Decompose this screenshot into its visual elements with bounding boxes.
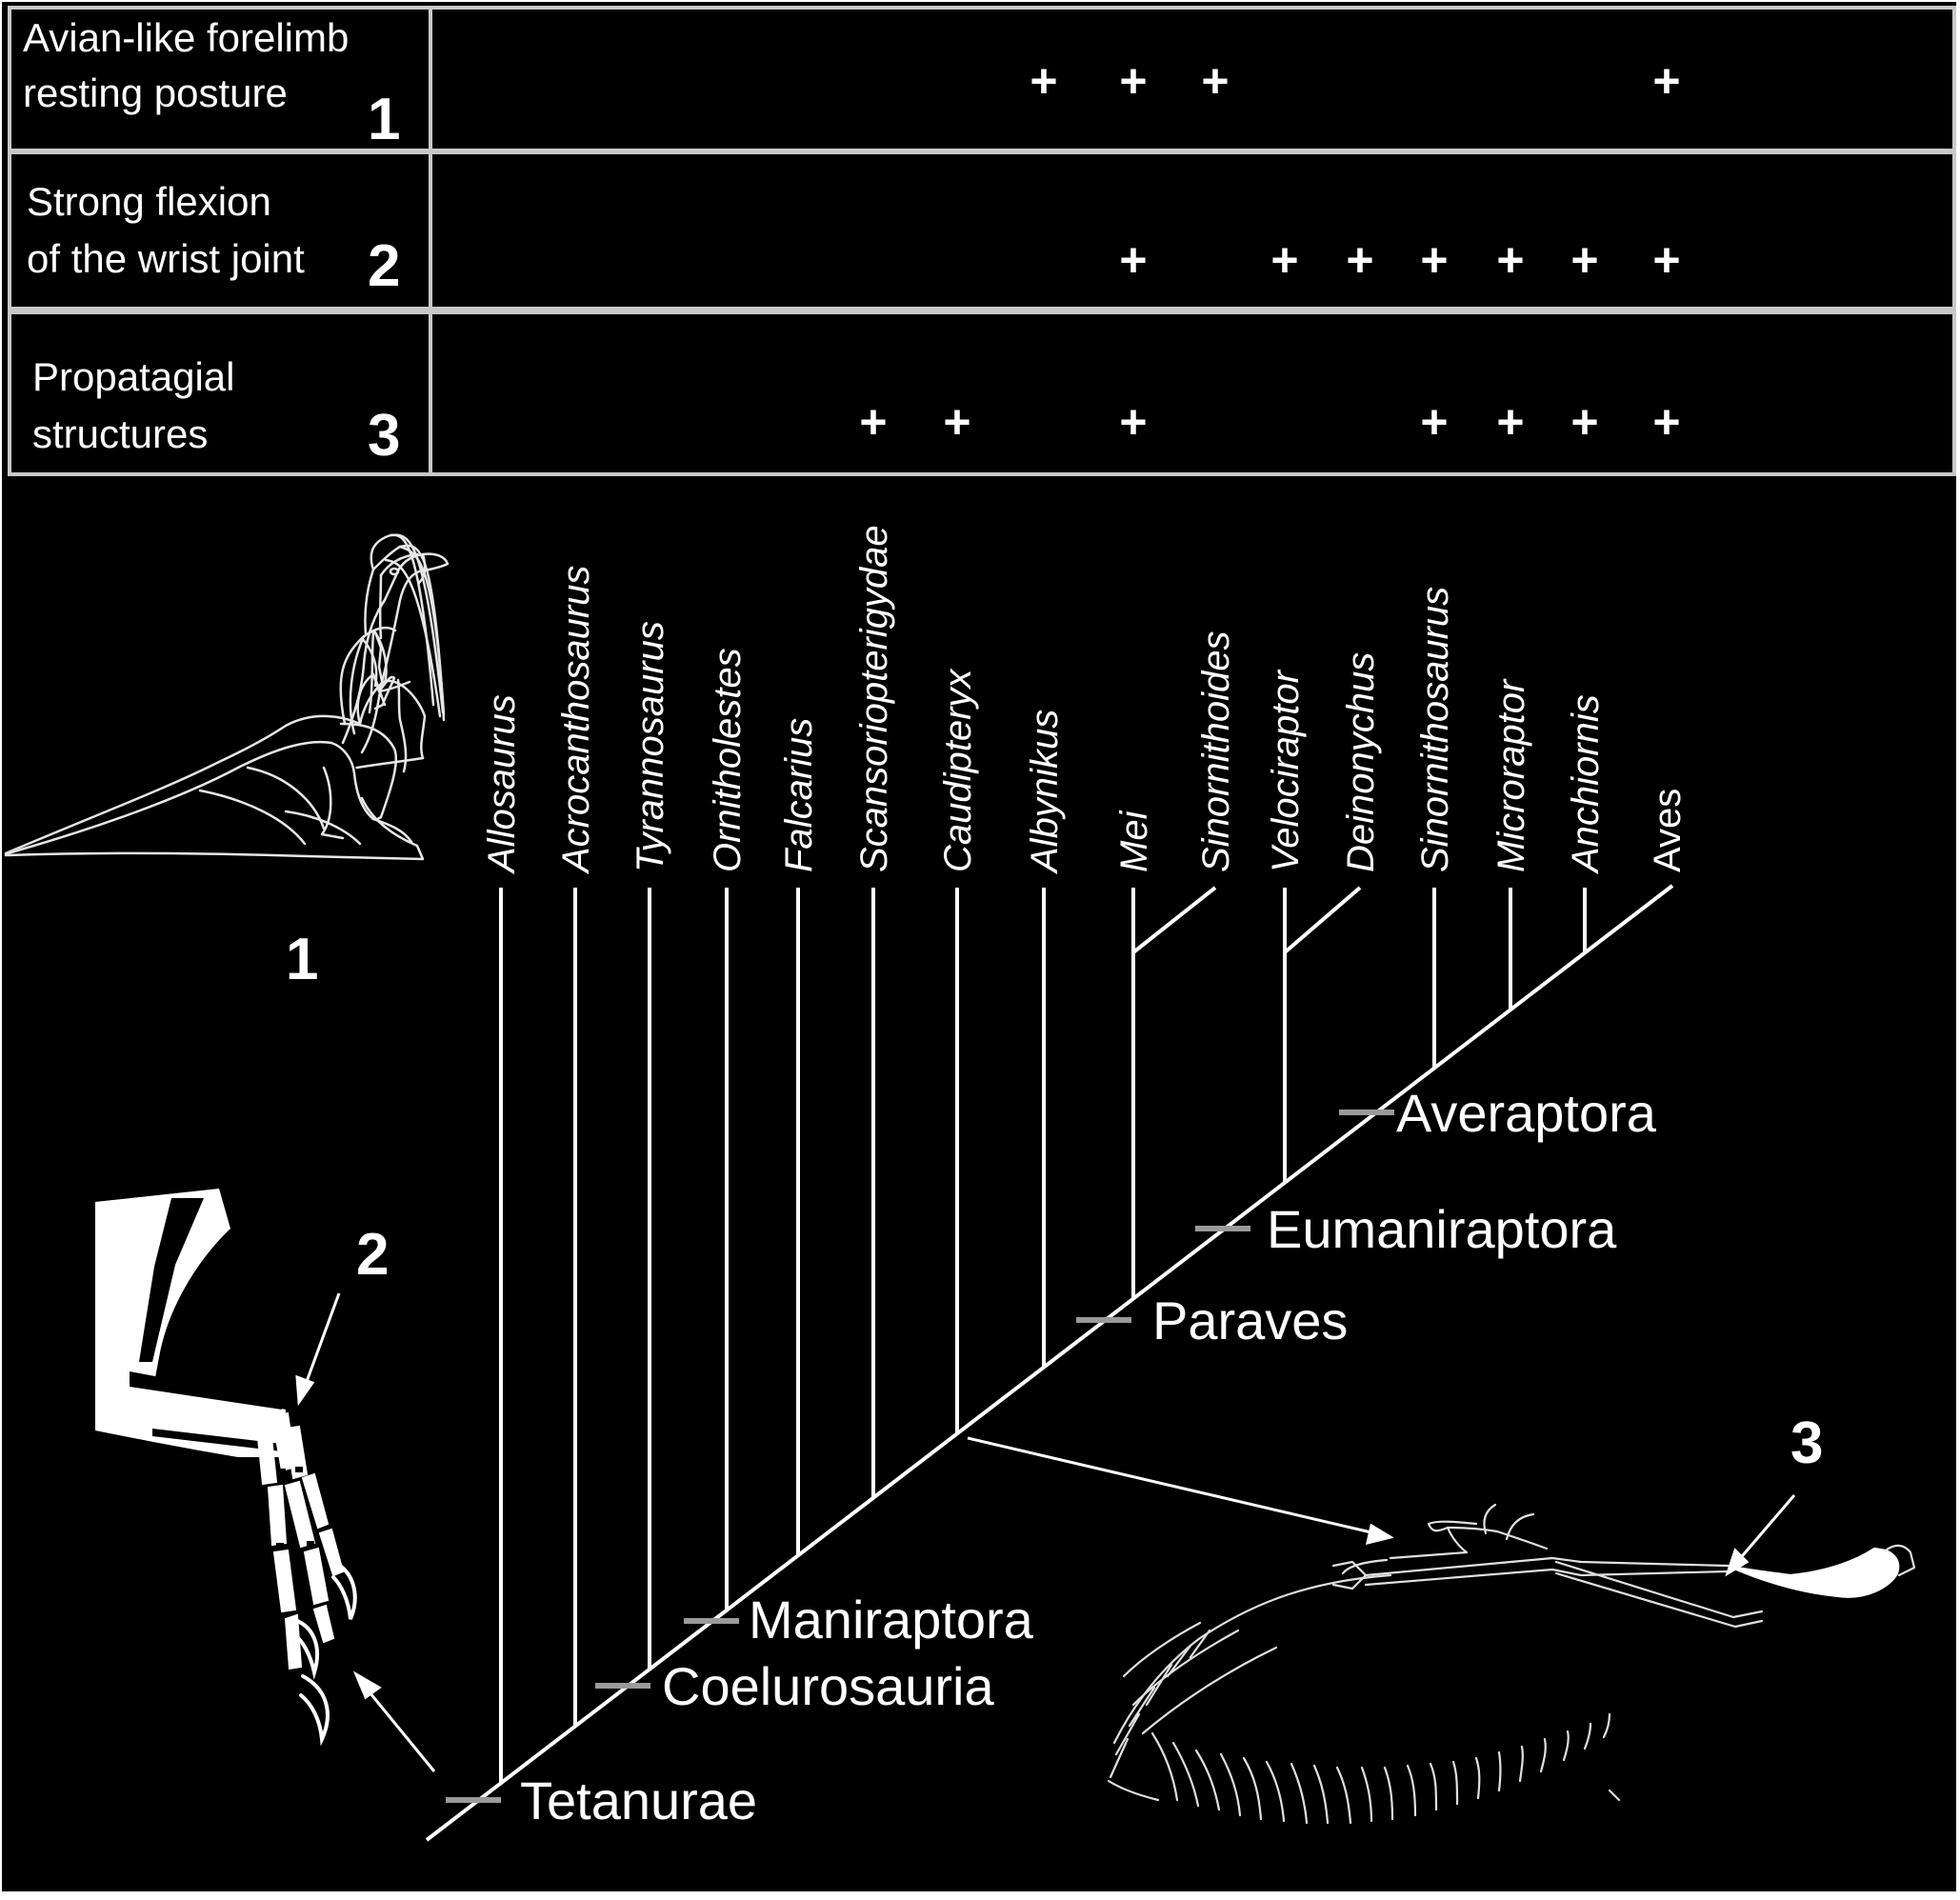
trait-mark-3-caudipteryx: + [943, 395, 970, 449]
table-row-frame-3 [8, 310, 1956, 476]
illustration-number-2: 2 [356, 1222, 389, 1288]
character-1-label-line-2: resting posture [23, 70, 288, 115]
clade-label-averaptora: Averaptora [1396, 1083, 1657, 1143]
taxon-label-aves: Aves [1647, 789, 1689, 872]
trait-mark-2-velociraptor: + [1270, 233, 1298, 287]
trait-mark-3-microraptor: + [1496, 395, 1524, 449]
illustration-number-1: 1 [286, 927, 318, 992]
arrow-2-to-wrist [303, 1292, 341, 1388]
clade-label-tetanurae: Tetanurae [520, 1770, 757, 1830]
trait-mark-2-sinornithosaurus: + [1420, 233, 1448, 287]
character-3-number: 3 [368, 403, 400, 469]
trait-mark-1-sinornithoides: + [1201, 54, 1229, 108]
character-2-label-line-1: Strong flexion [27, 179, 271, 224]
character-1-label-line-1: Avian-like forelimb [23, 15, 349, 60]
taxon-label-microraptor: Microraptor [1490, 678, 1532, 872]
arrows [295, 1292, 1796, 1772]
taxon-label-sinornithosaurus: Sinornithosaurus [1414, 587, 1456, 872]
trait-mark-3-scansoriopterigydae: + [859, 395, 887, 449]
branch-sinornithoides [1131, 886, 1217, 954]
clade-ticks [446, 1110, 1394, 1803]
clade-label-maniraptora: Maniraptora [749, 1590, 1034, 1650]
taxon-label-albynikus: Albynikus [1024, 710, 1066, 874]
taxon-label-velociraptor: Velociraptor [1265, 669, 1307, 872]
clade-label-paraves: Paraves [1152, 1290, 1348, 1350]
resting-dinosaur-body [6, 552, 450, 863]
arrow-3-to-propatagium [1735, 1494, 1796, 1563]
arrow-caudipteryx-to-wing [967, 1436, 1376, 1535]
taxon-label-scansoriopterigydae: Scansoriopterigydae [853, 525, 895, 872]
trait-mark-2-anchiornis: + [1570, 233, 1598, 287]
table-row-frame-2 [8, 150, 1956, 310]
taxon-labels: Allosaurus Acrocanthosaurus Tyrannosaurus O… [481, 525, 1689, 874]
arrow-head-4 [1725, 1548, 1750, 1577]
arrow-tetanurae-to-limb [364, 1687, 436, 1772]
trait-mark-1-albynikus: + [1030, 54, 1057, 108]
taxon-label-sinornithoides: Sinornithoides [1195, 631, 1237, 873]
character-table [8, 6, 1956, 476]
arrow-head-2 [295, 1374, 315, 1407]
character-2-label-line-2: of the wrist joint [27, 236, 305, 281]
illustration-number-3: 3 [1790, 1410, 1823, 1476]
cladogram-tree [425, 884, 1674, 1842]
trait-mark-1-aves: + [1652, 54, 1680, 108]
trait-mark-3-aves: + [1652, 395, 1680, 449]
character-1-number: 1 [368, 87, 400, 152]
character-3-label-line-2: structures [32, 411, 208, 456]
trait-mark-3-sinornithosaurus: + [1420, 395, 1448, 449]
trait-matrix: + + + + + + + + + + + + + + + + + + [859, 54, 1680, 449]
trait-mark-3-mei: + [1119, 395, 1147, 449]
taxon-label-caudipteryx: Caudipteryx [937, 668, 979, 872]
trait-mark-2-aves: + [1652, 233, 1680, 287]
taxon-label-mei: Mei [1113, 810, 1155, 872]
taxon-label-acrocanthosaurus: Acrocanthosaurus [555, 566, 597, 874]
branch-deinonychus [1283, 886, 1362, 954]
taxon-label-deinonychus: Deinonychus [1340, 652, 1382, 872]
trait-mark-2-mei: + [1119, 233, 1147, 287]
trait-mark-1-mei: + [1119, 54, 1147, 108]
taxon-label-tyrannosaurus: Tyrannosaurus [630, 621, 671, 872]
flexed-forelimb-icon [95, 1189, 357, 1747]
arrow-head-3 [1366, 1523, 1394, 1546]
trait-mark-2-microraptor: + [1496, 233, 1524, 287]
feathered-wing-icon [1107, 1503, 1916, 1825]
clade-label-eumaniraptora: Eumaniraptora [1267, 1199, 1617, 1259]
taxon-label-allosaurus: Allosaurus [481, 694, 523, 874]
trait-mark-2-deinonychus: + [1346, 233, 1373, 287]
arrow-head-1 [352, 1670, 382, 1700]
cladogram-spine [425, 884, 1674, 1842]
character-2-number: 2 [368, 233, 400, 299]
taxon-label-falcarius: Falcarius [778, 718, 820, 872]
taxon-label-anchiornis: Anchiornis [1565, 694, 1607, 874]
character-3-label-line-1: Propatagial [32, 354, 234, 399]
clade-label-coelurosauria: Coelurosauria [662, 1656, 994, 1716]
taxon-label-ornitholestes: Ornitholestes [707, 648, 749, 872]
trait-mark-3-anchiornis: + [1570, 395, 1598, 449]
